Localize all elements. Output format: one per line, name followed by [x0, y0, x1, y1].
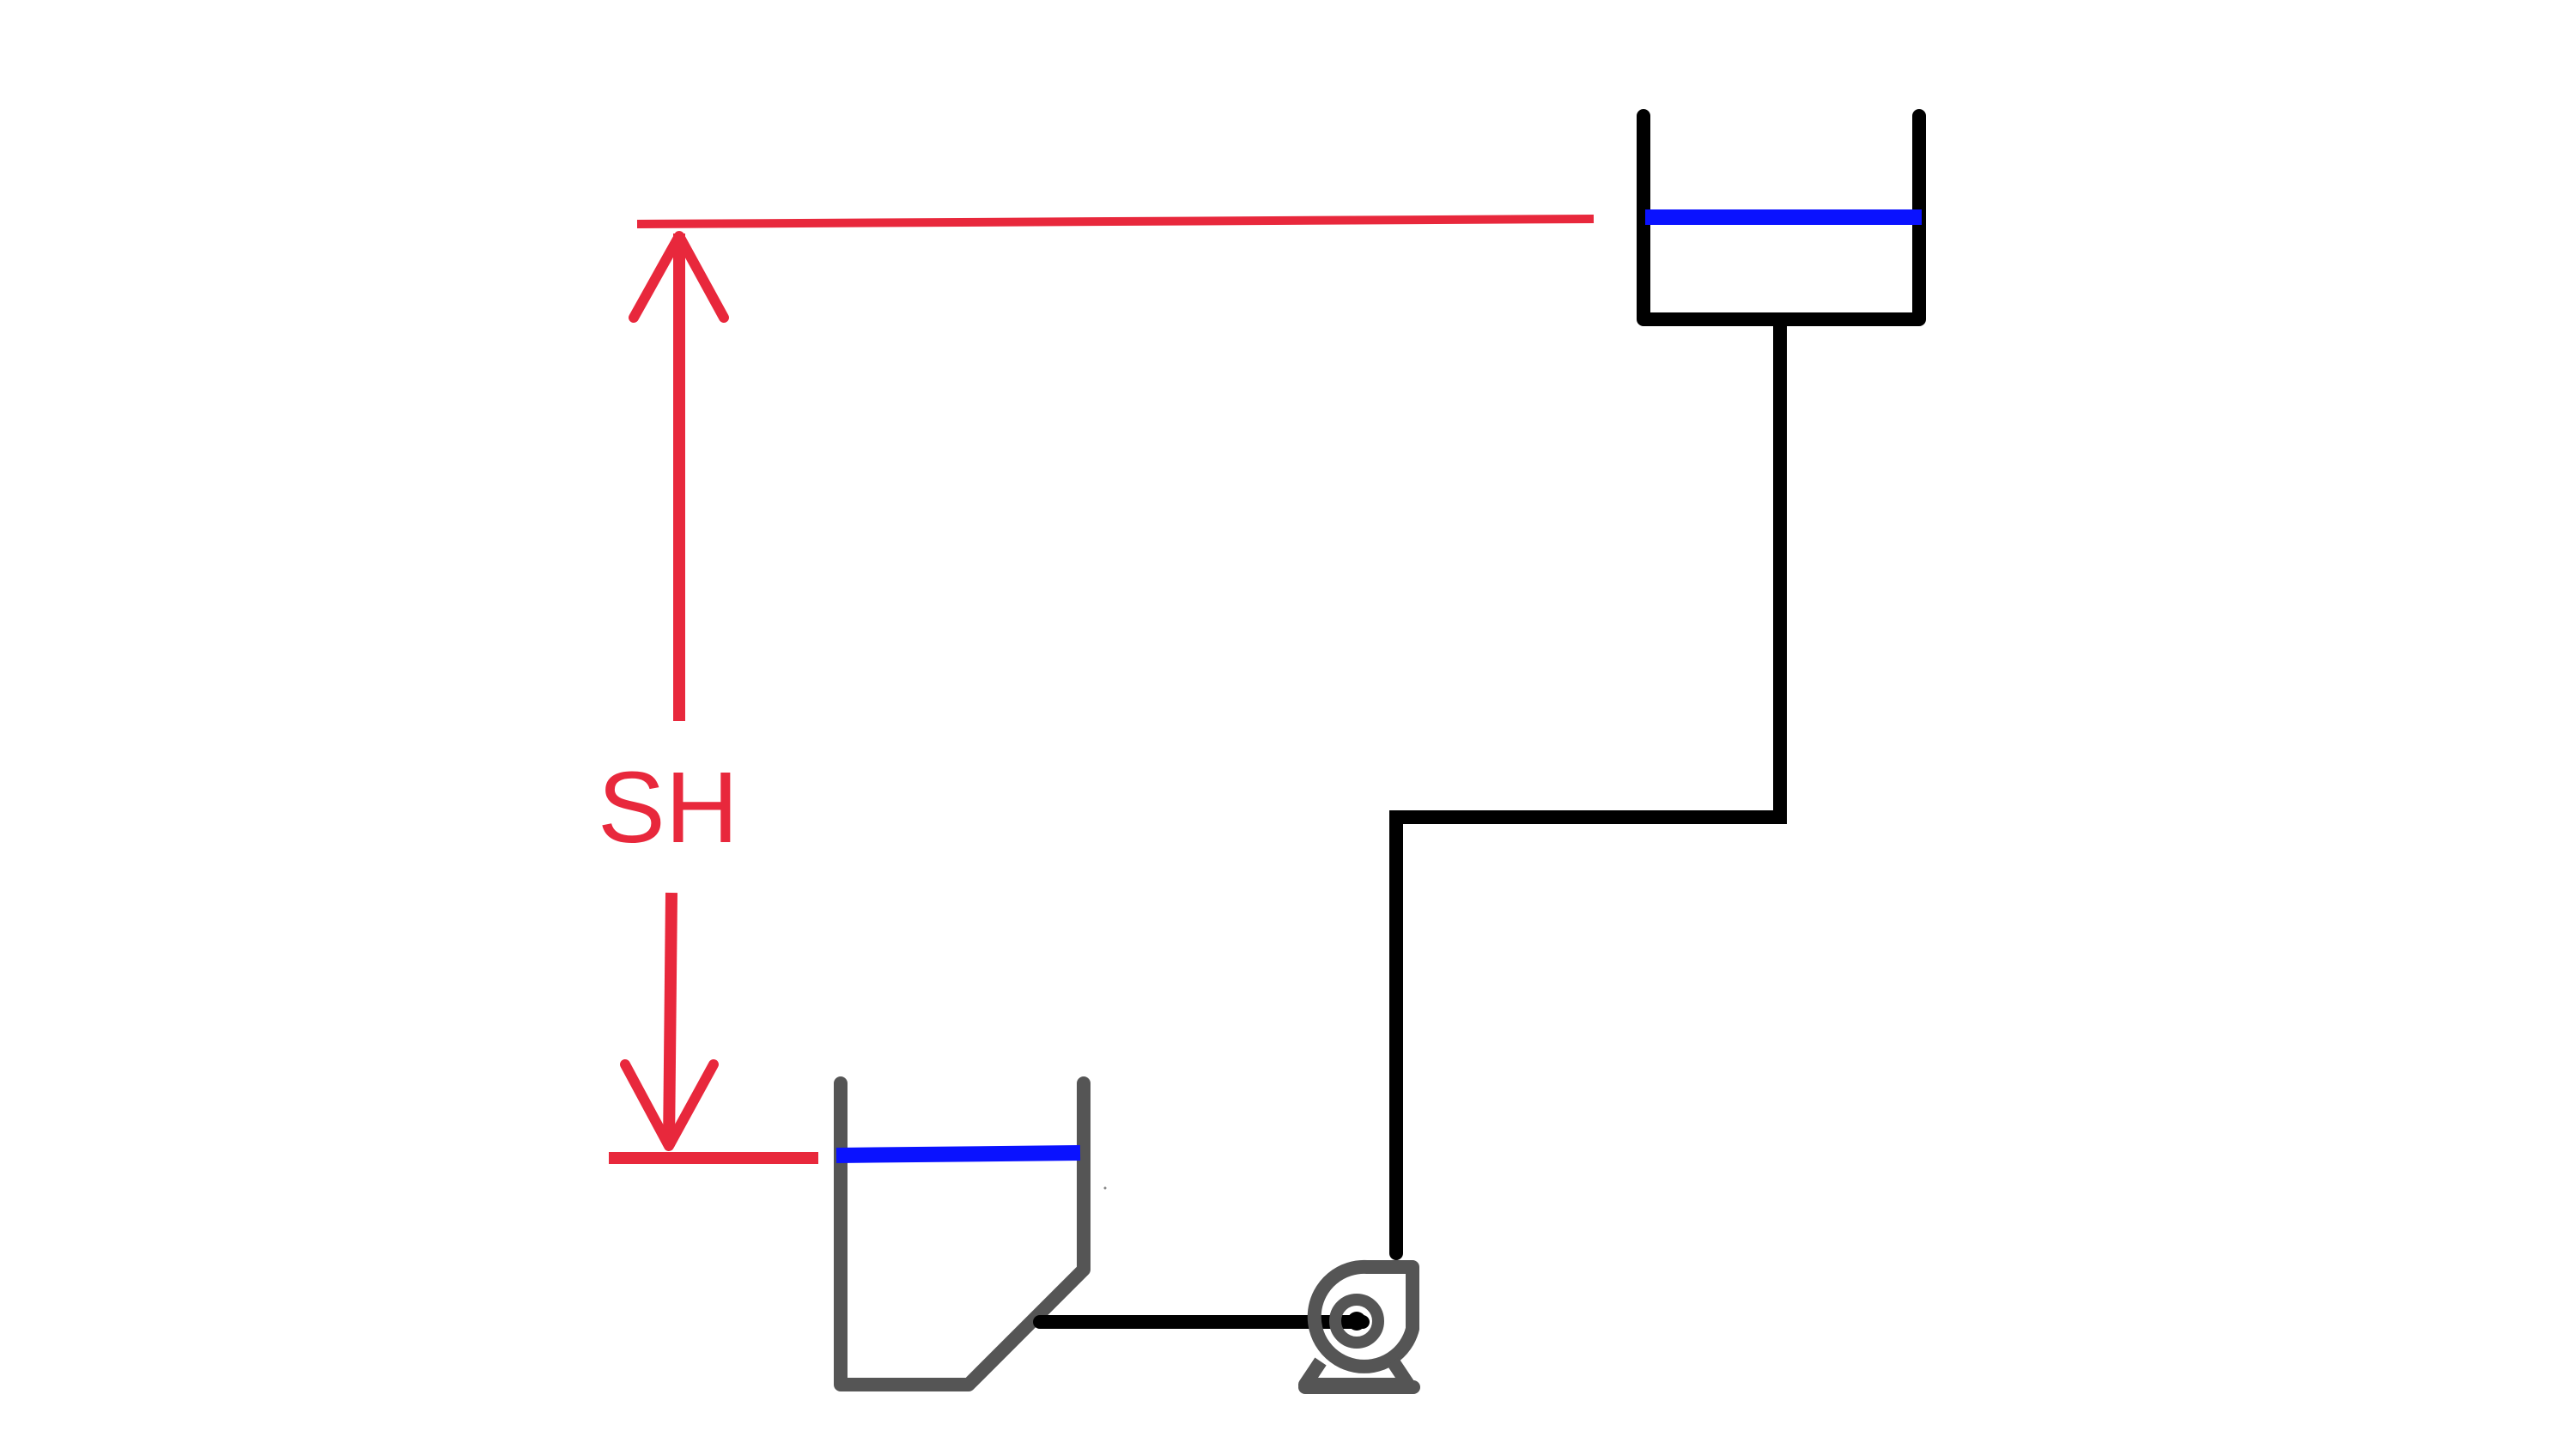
stray-dot: [1103, 1186, 1107, 1190]
upper-arrowhead: [629, 231, 729, 323]
lower-arrowhead: [620, 1059, 719, 1151]
lower-tank-walls: [834, 1076, 1091, 1391]
pump-impeller-hub: [1329, 1294, 1384, 1349]
pump-casing: [1307, 1259, 1419, 1373]
static-head-label: SH: [598, 751, 738, 864]
lower-tank: [834, 1076, 1091, 1391]
discharge-pipe: [1389, 312, 1787, 1260]
upper-tank: [1637, 109, 1926, 326]
static-head-dimension: SH: [598, 215, 1595, 1164]
lower-dimension-arrow-shaft: [663, 892, 677, 1147]
upper-level-reference-line: [636, 215, 1595, 228]
lower-tank-water-level: [835, 1145, 1081, 1163]
pump-shaft: [1347, 1312, 1366, 1331]
centrifugal-pump-icon: [1298, 1259, 1420, 1394]
